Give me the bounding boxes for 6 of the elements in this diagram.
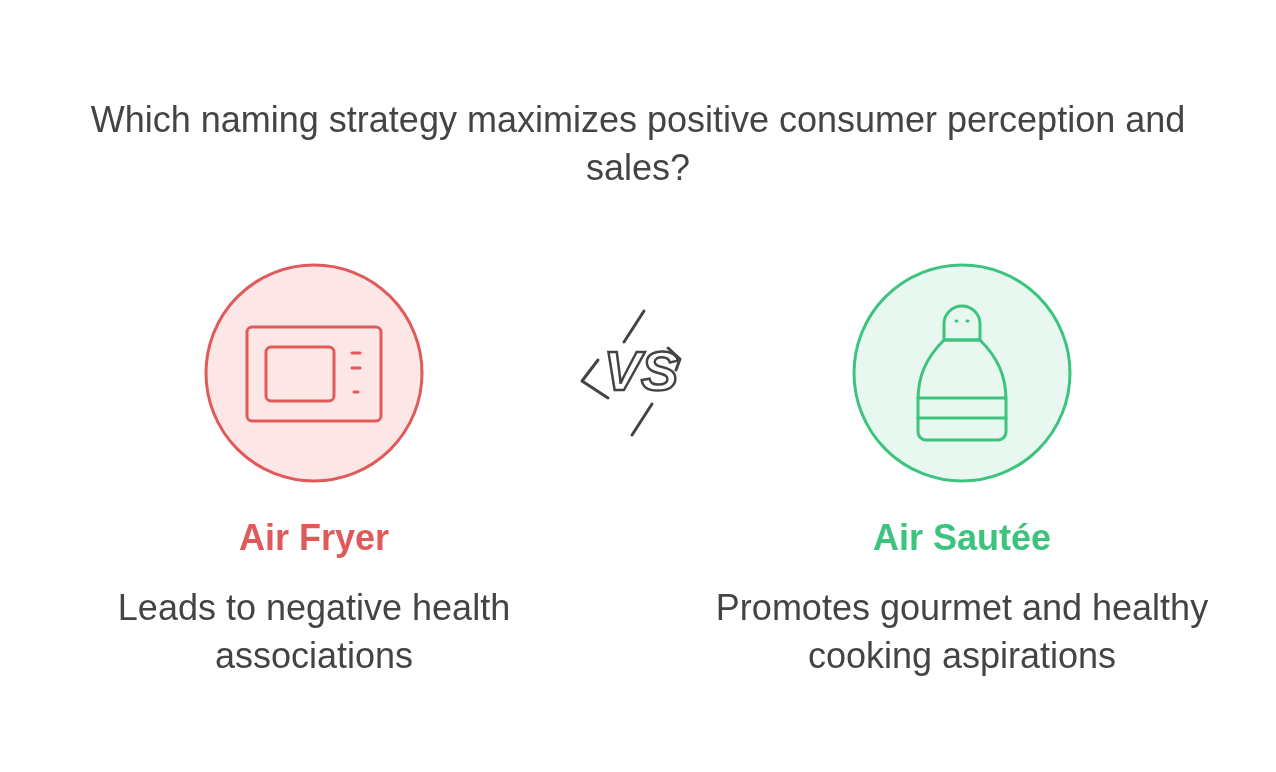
title: Which naming strategy maximizes positive consumer perception and sales? bbox=[89, 98, 1187, 190]
option-heading: Air Fryer bbox=[237, 516, 391, 560]
option-description: Promotes gourmet and healthy cooking aspirations bbox=[714, 586, 1210, 678]
option-description: Leads to negative health associations bbox=[116, 586, 512, 678]
option-heading: Air Sautée bbox=[871, 516, 1053, 560]
versus-text: VS bbox=[602, 338, 680, 404]
